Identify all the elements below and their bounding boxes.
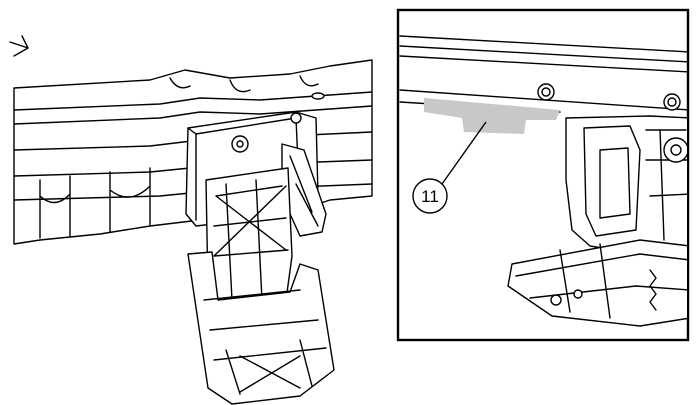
panel-edge-lines bbox=[9, 35, 29, 57]
hitch-lattice bbox=[213, 179, 289, 301]
detail-hinge-pivot-inner bbox=[670, 144, 682, 156]
detail-inset: 11 bbox=[396, 8, 690, 342]
detail-carrier-detail bbox=[515, 243, 687, 319]
crossmember-top-bumps bbox=[169, 75, 319, 93]
callout-leader-11 bbox=[441, 121, 487, 185]
detail-bolt-left bbox=[537, 83, 555, 101]
crossmember-pockets bbox=[39, 167, 151, 239]
callout-circle-11 bbox=[412, 178, 448, 214]
detail-carrier-bolt bbox=[550, 294, 562, 306]
detail-carrier-bolt-2 bbox=[573, 289, 583, 299]
bracket-bolt-top bbox=[290, 112, 302, 124]
detail-bolt-right bbox=[663, 93, 681, 111]
bracket-bolt-left-inner bbox=[236, 140, 244, 148]
detail-spring bbox=[649, 269, 657, 311]
hinge-arm-detail bbox=[289, 155, 319, 227]
overview-drawing bbox=[9, 35, 373, 405]
detail-bracket-side bbox=[645, 129, 687, 241]
highlighted-part bbox=[424, 98, 560, 134]
mounting-slot bbox=[311, 92, 325, 100]
callout-label-11: 11 bbox=[421, 187, 439, 206]
crossmember-ribs bbox=[13, 91, 373, 201]
hitch-lower-detail bbox=[203, 289, 327, 395]
detail-bracket-inner bbox=[583, 125, 641, 237]
detail-rail bbox=[399, 35, 687, 113]
hitch-upper bbox=[205, 167, 293, 309]
